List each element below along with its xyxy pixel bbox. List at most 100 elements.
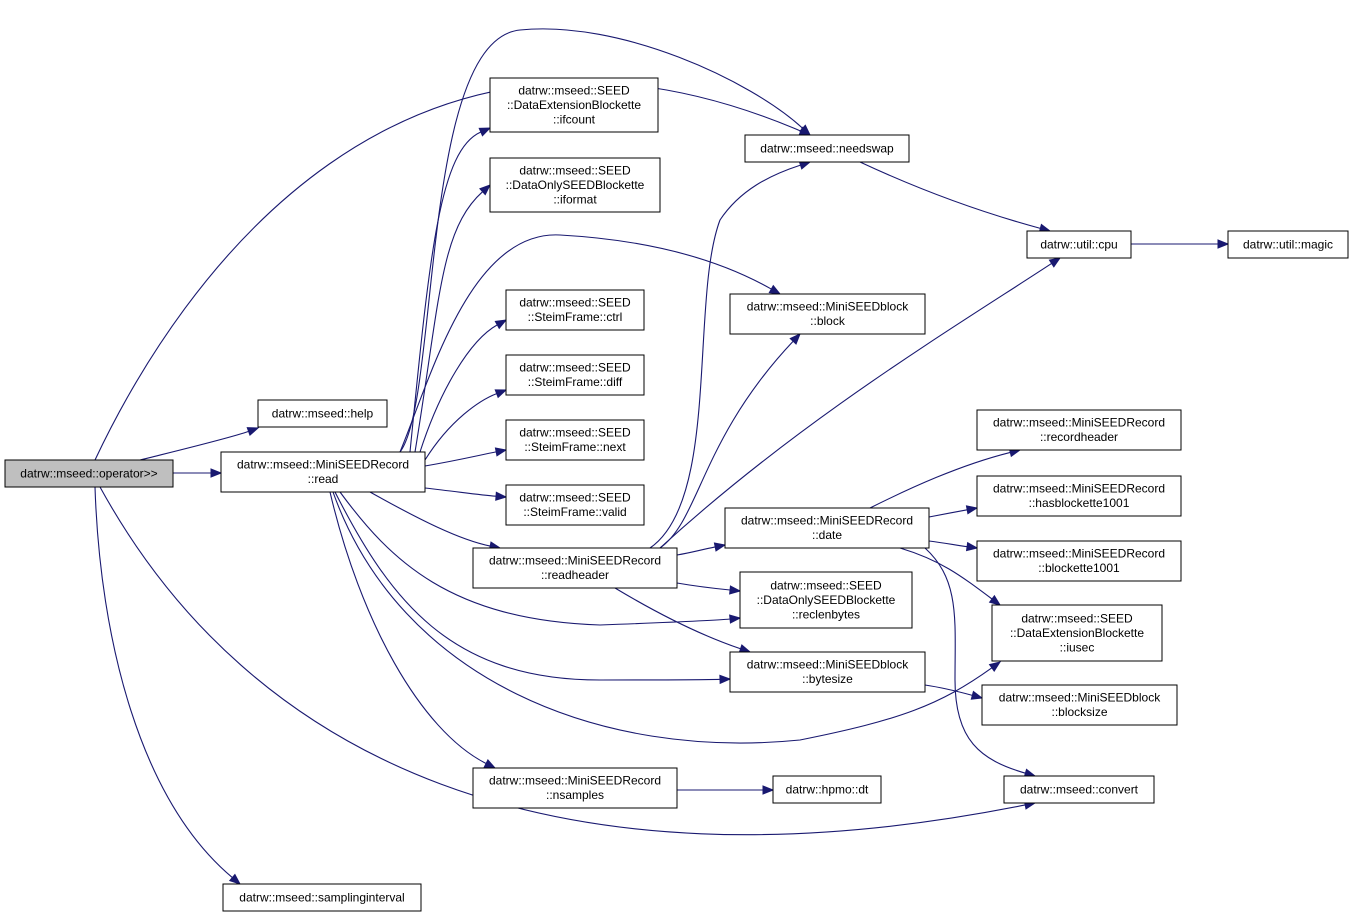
edge-operator-to-read bbox=[173, 468, 223, 478]
node-box bbox=[489, 157, 661, 213]
edge-readheader-to-needswap bbox=[649, 160, 812, 549]
node-label: datrw::mseed::convert bbox=[1020, 782, 1139, 796]
node-label: datrw::util::cpu bbox=[1040, 237, 1117, 251]
node-box bbox=[489, 77, 659, 133]
arrow-head-icon bbox=[988, 594, 1002, 606]
node-diff[interactable]: datrw::mseed::SEED::SteimFrame::diff bbox=[505, 354, 645, 396]
node-label: datrw::mseed::SEED bbox=[519, 426, 631, 440]
node-label: datrw::mseed::MiniSEEDRecord bbox=[993, 547, 1165, 561]
node-cpu[interactable]: datrw::util::cpu bbox=[1026, 230, 1132, 259]
arrow-head-icon bbox=[479, 184, 492, 196]
edge-read-to-ctrl bbox=[419, 319, 508, 453]
arrow-head-icon bbox=[988, 661, 1002, 672]
edge-nsamples-to-dt bbox=[676, 785, 775, 795]
edge-line bbox=[928, 509, 968, 518]
arrow-head-icon bbox=[1048, 257, 1062, 268]
node-label: datrw::mseed::SEED bbox=[770, 578, 882, 592]
arrow-head-icon bbox=[965, 505, 979, 515]
node-reclenbytes[interactable]: datrw::mseed::SEED::DataOnlySEEDBlockett… bbox=[739, 571, 913, 629]
arrow-head-icon bbox=[970, 690, 984, 700]
node-blockette1001[interactable]: datrw::mseed::MiniSEEDRecord::blockette1… bbox=[976, 540, 1182, 582]
node-operator[interactable]: datrw::mseed::operator>> bbox=[4, 459, 174, 488]
node-label: ::SteimFrame::next bbox=[524, 440, 626, 454]
arrow-head-icon bbox=[483, 759, 497, 769]
edge-readheader-to-reclenbytes bbox=[676, 582, 742, 595]
edge-line bbox=[334, 491, 721, 681]
node-needswap[interactable]: datrw::mseed::needswap bbox=[744, 134, 910, 163]
node-blocksize[interactable]: datrw::mseed::MiniSEEDblock::blocksize bbox=[981, 684, 1178, 726]
node-nsamples[interactable]: datrw::mseed::MiniSEEDRecord::nsamples bbox=[472, 767, 678, 809]
node-box bbox=[1026, 230, 1132, 259]
arrow-head-icon bbox=[719, 674, 732, 685]
arrow-head-icon bbox=[729, 585, 742, 595]
node-label: ::SteimFrame::diff bbox=[528, 375, 623, 389]
arrow-head-icon bbox=[713, 542, 727, 552]
node-label: datrw::mseed::MiniSEEDblock bbox=[747, 300, 909, 314]
node-label: datrw::mseed::MiniSEEDRecord bbox=[993, 416, 1165, 430]
edge-read-to-needswap bbox=[399, 28, 811, 453]
edge-line bbox=[924, 684, 973, 696]
node-box bbox=[991, 604, 1163, 662]
node-label: datrw::mseed::MiniSEEDRecord bbox=[993, 482, 1165, 496]
node-box bbox=[744, 134, 910, 163]
edge-line bbox=[339, 491, 731, 626]
node-valid[interactable]: datrw::mseed::SEED::SteimFrame::valid bbox=[505, 484, 645, 526]
node-recordheader[interactable]: datrw::mseed::MiniSEEDRecord::recordhead… bbox=[976, 409, 1182, 451]
node-read[interactable]: datrw::mseed::MiniSEEDRecord::read bbox=[220, 451, 426, 493]
node-label: datrw::mseed::SEED bbox=[519, 296, 631, 310]
node-dt[interactable]: datrw::hpmo::dt bbox=[772, 775, 882, 804]
arrow-head-icon bbox=[495, 491, 508, 501]
node-iformat[interactable]: datrw::mseed::SEED::DataOnlySEEDBlockett… bbox=[489, 157, 661, 213]
node-label: datrw::mseed::MiniSEEDblock bbox=[999, 691, 1161, 705]
node-label: ::SteimFrame::ctrl bbox=[528, 310, 623, 324]
node-label: datrw::mseed::MiniSEEDRecord bbox=[741, 514, 913, 528]
node-next[interactable]: datrw::mseed::SEED::SteimFrame::next bbox=[505, 419, 645, 461]
edge-read-to-iformat bbox=[414, 184, 492, 453]
edge-line bbox=[399, 28, 803, 453]
edge-line bbox=[399, 234, 772, 453]
node-ifcount[interactable]: datrw::mseed::SEED::DataExtensionBlocket… bbox=[489, 77, 659, 133]
edge-line bbox=[869, 451, 1011, 509]
edge-read-to-nsamples bbox=[329, 491, 497, 769]
node-magic[interactable]: datrw::util::magic bbox=[1227, 230, 1349, 259]
edge-line bbox=[94, 486, 233, 878]
edge-needswap-to-cpu bbox=[859, 161, 1052, 233]
node-label: ::iformat bbox=[553, 192, 597, 206]
edge-line bbox=[859, 161, 1041, 229]
node-samplinginterval[interactable]: datrw::mseed::samplinginterval bbox=[222, 883, 422, 912]
edge-bytesize-to-blocksize bbox=[924, 684, 984, 700]
node-label: ::readheader bbox=[541, 568, 609, 582]
node-label: datrw::mseed::MiniSEEDblock bbox=[747, 658, 909, 672]
edge-read-to-block bbox=[399, 234, 782, 453]
node-box bbox=[505, 484, 645, 526]
edge-read-to-next bbox=[424, 447, 508, 467]
edge-readheader-to-cpu bbox=[659, 257, 1062, 549]
node-label: datrw::util::magic bbox=[1243, 237, 1333, 251]
edge-read-to-readheader bbox=[369, 491, 502, 551]
node-help[interactable]: datrw::mseed::help bbox=[257, 399, 388, 428]
node-box bbox=[472, 547, 678, 589]
node-convert[interactable]: datrw::mseed::convert bbox=[1003, 775, 1155, 804]
node-date[interactable]: datrw::mseed::MiniSEEDRecord::date bbox=[724, 507, 930, 549]
node-readheader[interactable]: datrw::mseed::MiniSEEDRecord::readheader bbox=[472, 547, 678, 589]
node-box bbox=[505, 354, 645, 396]
arrow-head-icon bbox=[799, 124, 811, 136]
edge-read-to-valid bbox=[424, 487, 508, 501]
edge-line bbox=[369, 491, 491, 547]
node-label: datrw::mseed::SEED bbox=[518, 83, 630, 97]
node-block[interactable]: datrw::mseed::MiniSEEDblock::block bbox=[729, 293, 926, 335]
node-label: ::DataExtensionBlockette bbox=[507, 98, 641, 112]
node-label: ::iusec bbox=[1060, 640, 1095, 654]
edge-readheader-to-date bbox=[676, 542, 727, 556]
node-label: ::DataExtensionBlockette bbox=[1010, 626, 1144, 640]
edge-line bbox=[928, 540, 968, 548]
node-box bbox=[729, 293, 926, 335]
node-iusec[interactable]: datrw::mseed::SEED::DataExtensionBlocket… bbox=[991, 604, 1163, 662]
node-bytesize[interactable]: datrw::mseed::MiniSEEDblock::bytesize bbox=[729, 651, 926, 693]
node-ctrl[interactable]: datrw::mseed::SEED::SteimFrame::ctrl bbox=[505, 289, 645, 331]
node-hasblockette1001[interactable]: datrw::mseed::MiniSEEDRecord::hasblocket… bbox=[976, 475, 1182, 517]
arrow-head-icon bbox=[210, 468, 223, 478]
arrow-head-icon bbox=[738, 644, 752, 654]
edge-operator-to-help bbox=[139, 427, 260, 461]
